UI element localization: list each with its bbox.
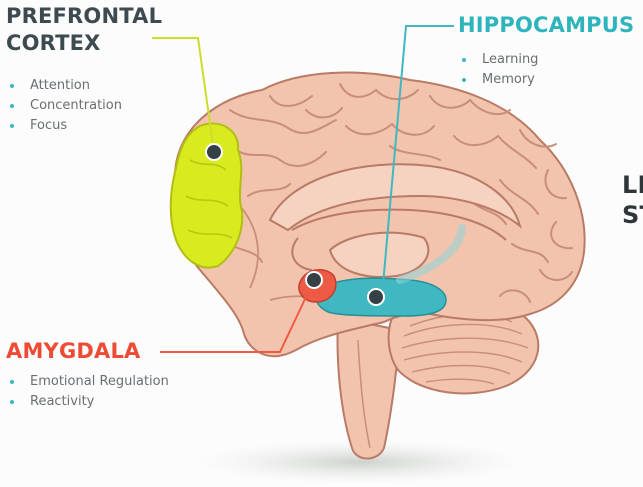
prefrontal-marker-dot xyxy=(206,144,222,160)
amygdala-function-list: Emotional Regulation Reactivity xyxy=(6,372,169,412)
list-item: Attention xyxy=(6,76,122,96)
list-item: Emotional Regulation xyxy=(6,372,169,392)
list-item: Memory xyxy=(458,70,538,90)
cutoff-heading-line1: LI xyxy=(622,170,643,200)
prefrontal-title: PREFRONTAL CORTEX xyxy=(6,3,162,57)
amygdala-title: AMYGDALA xyxy=(6,338,141,365)
prefrontal-function-list: Attention Concentration Focus xyxy=(6,76,122,136)
prefrontal-title-line1: PREFRONTAL xyxy=(6,3,162,30)
cutoff-heading: LI ST xyxy=(622,170,643,230)
hippocampus-marker-dot xyxy=(368,289,384,305)
hippocampus-function-list: Learning Memory xyxy=(458,50,538,90)
list-item: Concentration xyxy=(6,96,122,116)
list-item: Learning xyxy=(458,50,538,70)
amygdala-marker-dot xyxy=(306,272,322,288)
prefrontal-title-line2: CORTEX xyxy=(6,30,162,57)
hippocampus-title: HIPPOCAMPUS xyxy=(458,12,634,39)
cutoff-heading-line2: ST xyxy=(622,200,643,230)
list-item: Reactivity xyxy=(6,392,169,412)
list-item: Focus xyxy=(6,116,122,136)
